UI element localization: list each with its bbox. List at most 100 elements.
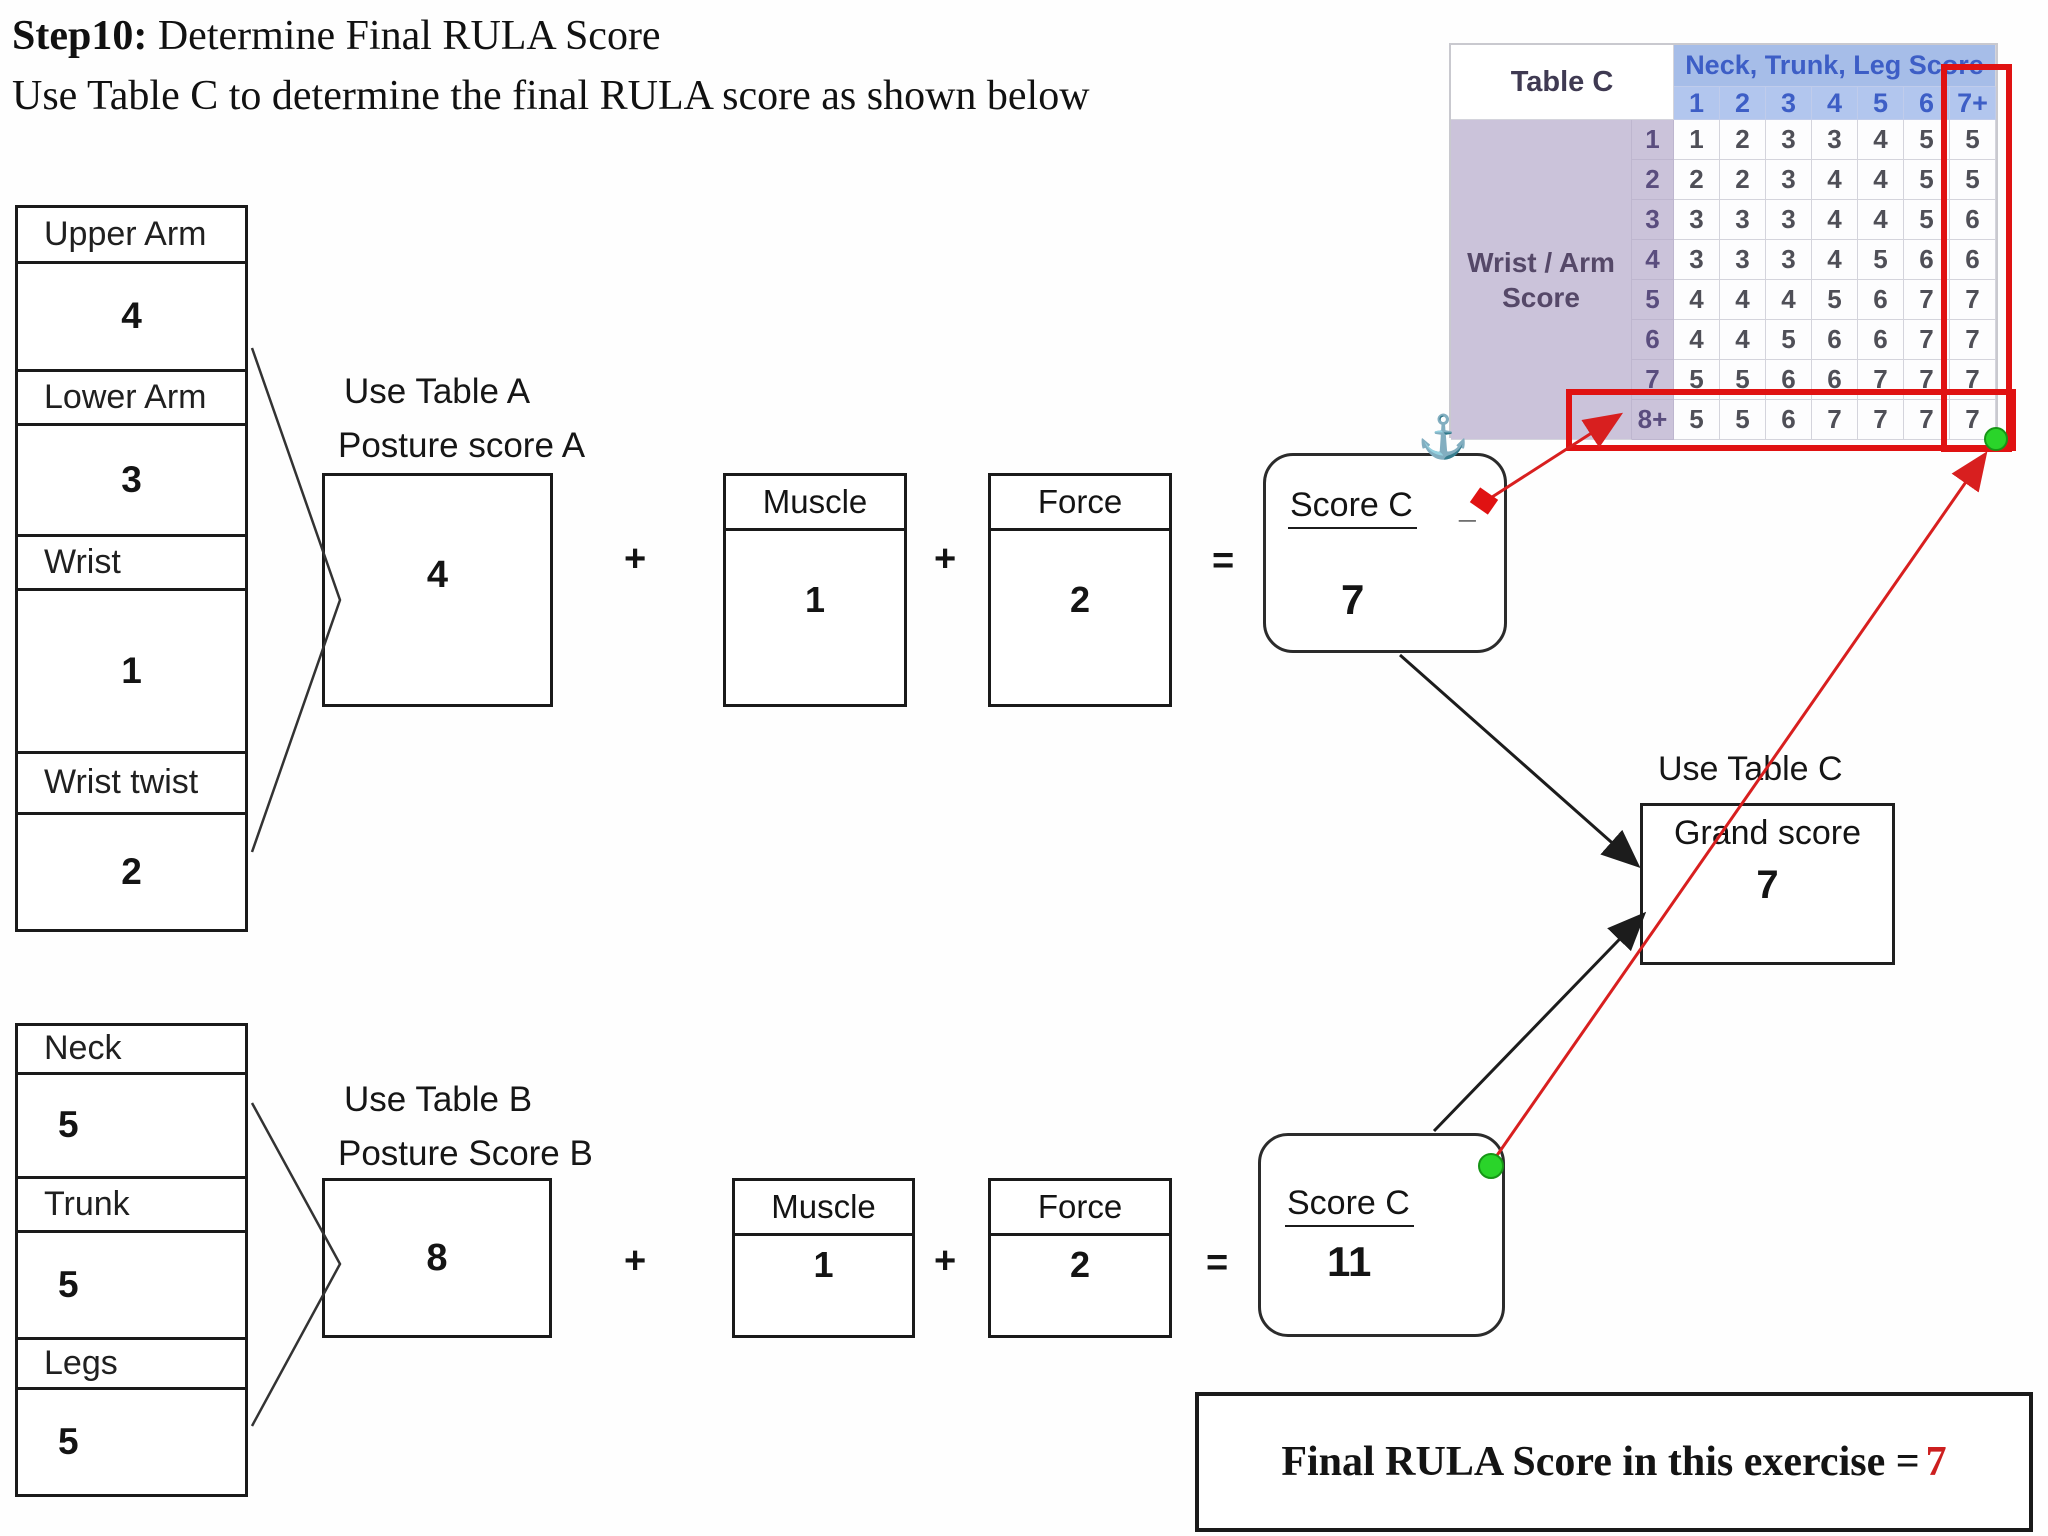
posture-score-b-value: 8 [426,1236,448,1279]
table-c-cell: 6 [1858,280,1904,320]
arm-wrist-stack: Upper Arm 4 Lower Arm 3 Wrist 1 Wrist tw… [15,205,248,932]
table-c-cell: 3 [1766,120,1812,160]
posture-score-b-label: Posture Score B [338,1134,593,1173]
table-c-cell: 2 [1720,160,1766,200]
force-a-label: Force [991,476,1169,531]
grand-score-box: Grand score 7 [1640,803,1895,965]
stack-a-value-1: 3 [18,426,245,538]
stack-a-label-0: Upper Arm [44,214,207,253]
score-c-b-label: Score C [1285,1184,1414,1227]
table-c-cell: 4 [1720,320,1766,360]
table-c-cell: 3 [1720,240,1766,280]
table-c-cell: 5 [1812,280,1858,320]
score-c-a-value: 7 [1341,576,1365,623]
stack-a-value-3: 2 [121,850,142,892]
muscle-b-value: 1 [813,1244,834,1285]
table-c-cell: 7 [1858,400,1904,440]
table-c-cell: 4 [1674,320,1720,360]
plus-b2: + [934,1240,957,1282]
table-c-cell: 5 [1950,120,1996,160]
anchor-icon: ⚓ [1417,413,1470,460]
table-c-cell: 5 [1674,400,1720,440]
table-c-cell: 3 [1674,200,1720,240]
table-c-cell: 4 [1812,240,1858,280]
table-c-cell: 3 [1766,160,1812,200]
stack-b-value-1: 5 [18,1233,245,1341]
posture-score-a-label: Posture score A [338,426,586,465]
table-c-row-header-3: 3 [1632,200,1674,240]
stack-b-label-0: Neck [44,1029,122,1068]
page-title: Step10: Determine Final RULA Score [12,12,661,60]
muscle-a-value: 1 [804,579,826,620]
table-c-cell: 3 [1720,200,1766,240]
muscle-b-box: Muscle 1 [732,1178,915,1338]
stack-a-label-1: Lower Arm [44,377,207,416]
table-c: Table C Neck, Trunk, Leg Score Wrist / A… [1449,43,1998,440]
stack-a-label-2: Wrist [44,543,121,582]
stack-b-value-2: 5 [58,1420,79,1462]
score-c-a-box: Score C 7 [1263,453,1507,653]
table-c-cell: 4 [1812,160,1858,200]
table-c-row-header-8+: 8+ [1632,400,1674,440]
plus-b1: + [624,1240,647,1282]
muscle-a-label: Muscle [726,476,904,531]
final-score-text: Final RULA Score in this exercise = [1281,1439,1920,1485]
table-c-cell: 2 [1720,120,1766,160]
table-c-cell: 3 [1766,240,1812,280]
final-score-box: Final RULA Score in this exercise = 7 [1195,1392,2033,1532]
plus-a1: + [624,538,647,580]
stack-b-label-1: Trunk [44,1184,130,1223]
score-c-b-value: 11 [1327,1238,1372,1285]
grand-score-value: 7 [1756,863,1779,907]
table-c-cell: 1 [1674,120,1720,160]
table-c-col-header-4: 4 [1812,87,1858,120]
page-title-rest: Determine Final RULA Score [147,13,661,59]
table-c-cell: 3 [1812,120,1858,160]
equals-a: = [1212,540,1235,582]
posture-score-a-box: 4 [322,473,553,707]
table-c-col-header-5: 5 [1858,87,1904,120]
cursor-dash: _ [1459,492,1476,525]
stack-a-label-3: Wrist twist [44,763,199,802]
table-c-cell: 7 [1812,400,1858,440]
muscle-b-label: Muscle [735,1181,912,1236]
table-c-cell: 3 [1766,200,1812,240]
arrow-score-b-to-grand [1432,911,1647,1133]
table-c-cell: 4 [1858,200,1904,240]
table-c-cell: 6 [1950,200,1996,240]
table-c-cell: 3 [1674,240,1720,280]
table-c-corner-label: Table C [1451,45,1674,120]
force-a-box: Force 2 [988,473,1172,707]
table-c-col-header-7+: 7+ [1950,87,1996,120]
final-score-value: 7 [1925,1439,1947,1485]
table-c-cell: 5 [1950,160,1996,200]
stack-a-value-2: 1 [18,591,245,754]
stack-b-label-2: Legs [44,1344,118,1383]
table-c-cell: 4 [1812,200,1858,240]
table-c-row-group-label: Wrist / Arm Score [1451,120,1632,440]
highlight-row-8plus [1566,389,2016,451]
force-b-box: Force 2 [988,1178,1172,1338]
plus-a2: + [934,538,957,580]
table-c-cell: 6 [1812,320,1858,360]
table-c-cell: 6 [1858,320,1904,360]
stack-b-value-0: 5 [18,1075,245,1179]
neck-trunk-legs-stack: Neck 5 Trunk 5 Legs 5 [15,1023,248,1497]
table-c-cell: 4 [1858,120,1904,160]
stack-a-value-0: 4 [18,264,245,373]
table-c-cell: 6 [1766,400,1812,440]
table-c-row-header-1: 1 [1632,120,1674,160]
table-c-col-header-1: 1 [1674,87,1720,120]
table-c-row-header-6: 6 [1632,320,1674,360]
force-b-value: 2 [1069,1244,1091,1285]
table-c-cell: 6 [1950,240,1996,280]
force-b-label: Force [991,1181,1169,1236]
page-subtitle: Use Table C to determine the final RULA … [12,73,1090,119]
use-table-b-label: Use Table B [344,1080,533,1119]
table-c-row-header-2: 2 [1632,160,1674,200]
table-c-cell: 5 [1766,320,1812,360]
use-table-a-label: Use Table A [344,372,531,411]
force-a-value: 2 [1069,579,1091,620]
arrow-score-a-to-grand [1399,653,1641,868]
